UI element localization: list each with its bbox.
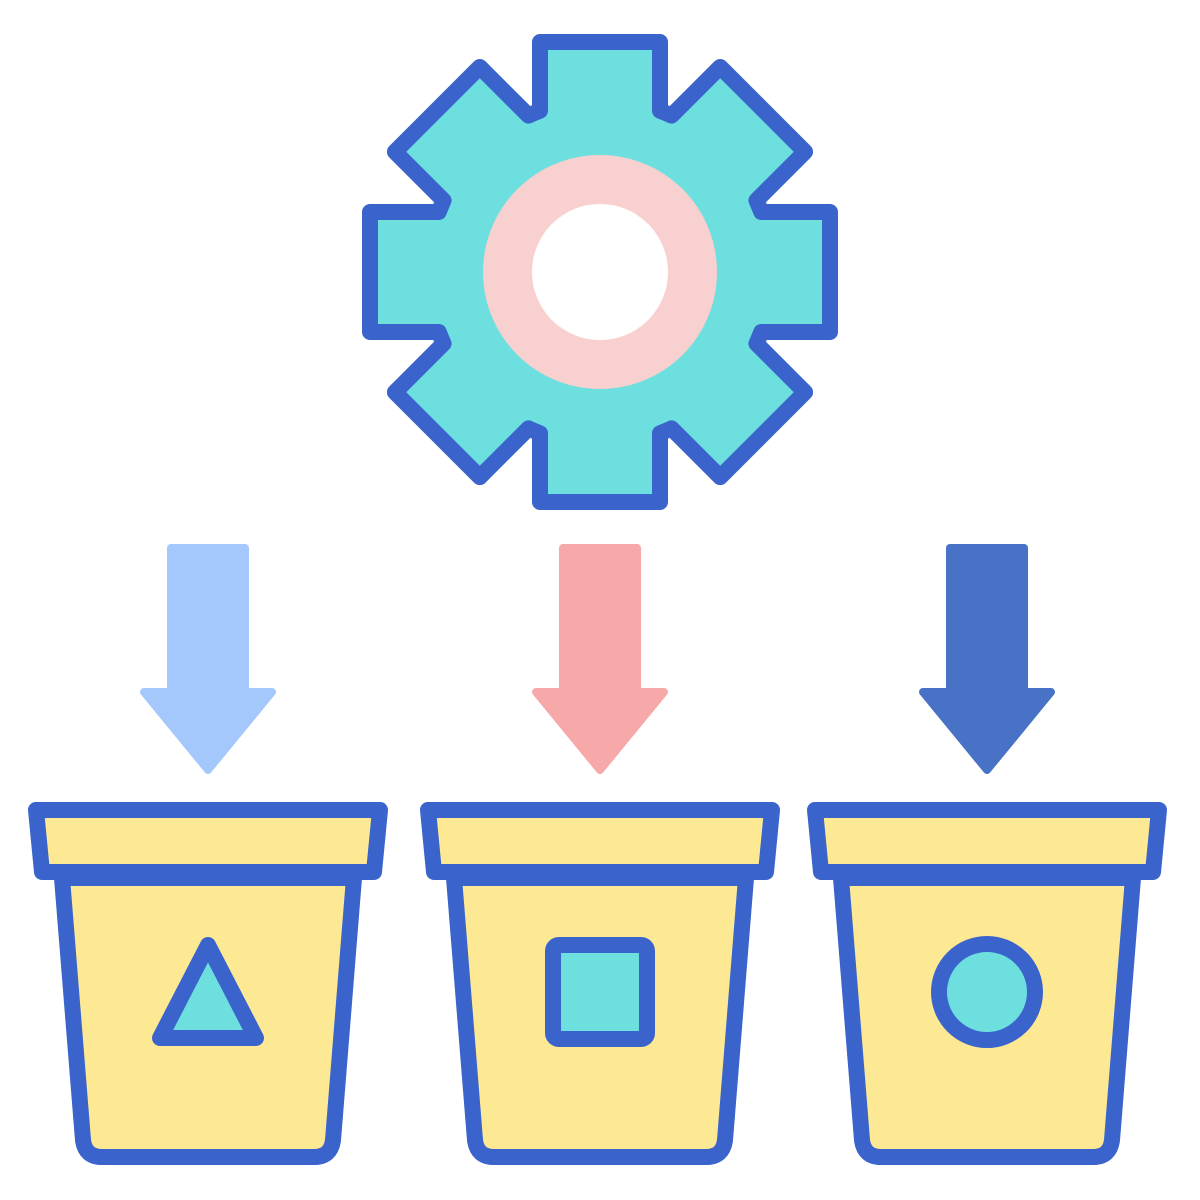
bucket-icon [420, 802, 780, 1165]
bucket-icon [28, 802, 388, 1165]
bucket-rim [420, 802, 780, 880]
square-icon [545, 937, 655, 1047]
bucket-icon [807, 802, 1167, 1165]
gear-icon [362, 34, 838, 510]
arrow-down-icon [140, 544, 276, 774]
buckets [28, 802, 1167, 1165]
arrows [140, 544, 1055, 774]
circle-icon [931, 936, 1043, 1048]
gear-hole [532, 204, 668, 340]
arrow-down-icon [919, 544, 1055, 774]
arrow-down-icon [532, 544, 668, 774]
bucket-rim [28, 802, 388, 880]
bucket-rim [807, 802, 1167, 880]
triangle-icon [152, 937, 264, 1046]
